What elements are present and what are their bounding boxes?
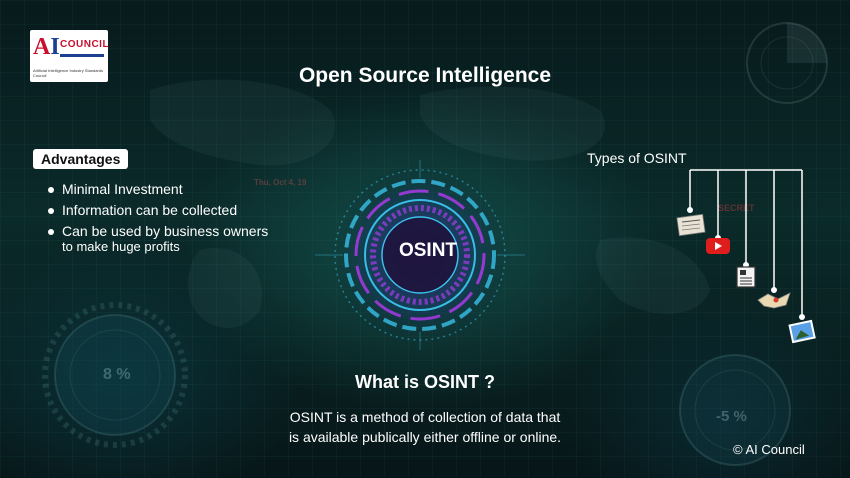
what-is-osint-heading: What is OSINT ? [354,372,495,392]
list-item: Information can be collected [47,203,268,218]
osint-ring-graphic [315,160,525,350]
right-gauge-decoration [679,354,791,466]
logo-tagline: Artificial Intelligence Industry Standar… [33,68,104,78]
copyright-text: © AI Council [733,442,805,457]
advantages-list: Minimal Investment Information can be co… [47,182,269,260]
document-icon [736,266,756,288]
list-item: Minimal Investment [47,182,268,197]
types-heading: Types of OSINT [587,150,687,166]
logo-word: COUNCIL [60,39,110,50]
logo-stripe [60,54,104,57]
advantages-heading: Advantages [33,149,129,169]
corner-dial-decoration [746,22,828,104]
logo-mark: AI [33,34,60,60]
description-line-1: OSINT is a method of collection of data … [289,409,561,425]
list-item-continuation: to make huge profits [62,239,180,254]
description-line-2: is available publically either offline o… [288,429,562,445]
osint-center-label: OSINT [398,240,458,261]
types-connector-tree [676,169,816,344]
newspaper-icon [676,213,706,237]
video-play-icon [706,238,730,254]
right-gauge-value: -5 % [716,408,747,425]
map-icon [757,292,791,309]
osint-description: OSINT is a method of collection of data … [0,407,850,447]
photo-icon [788,319,816,344]
background-stamp-text: SECRET [718,203,755,213]
left-gauge-value: 8 % [103,366,131,383]
page-title: Open Source Intelligence [298,64,552,87]
left-gauge-decoration [42,302,188,448]
background-date-text: Thu, Oct 4, 19 [254,178,307,187]
ai-council-logo: AI COUNCIL Artificial Intelligence Indus… [30,30,110,82]
